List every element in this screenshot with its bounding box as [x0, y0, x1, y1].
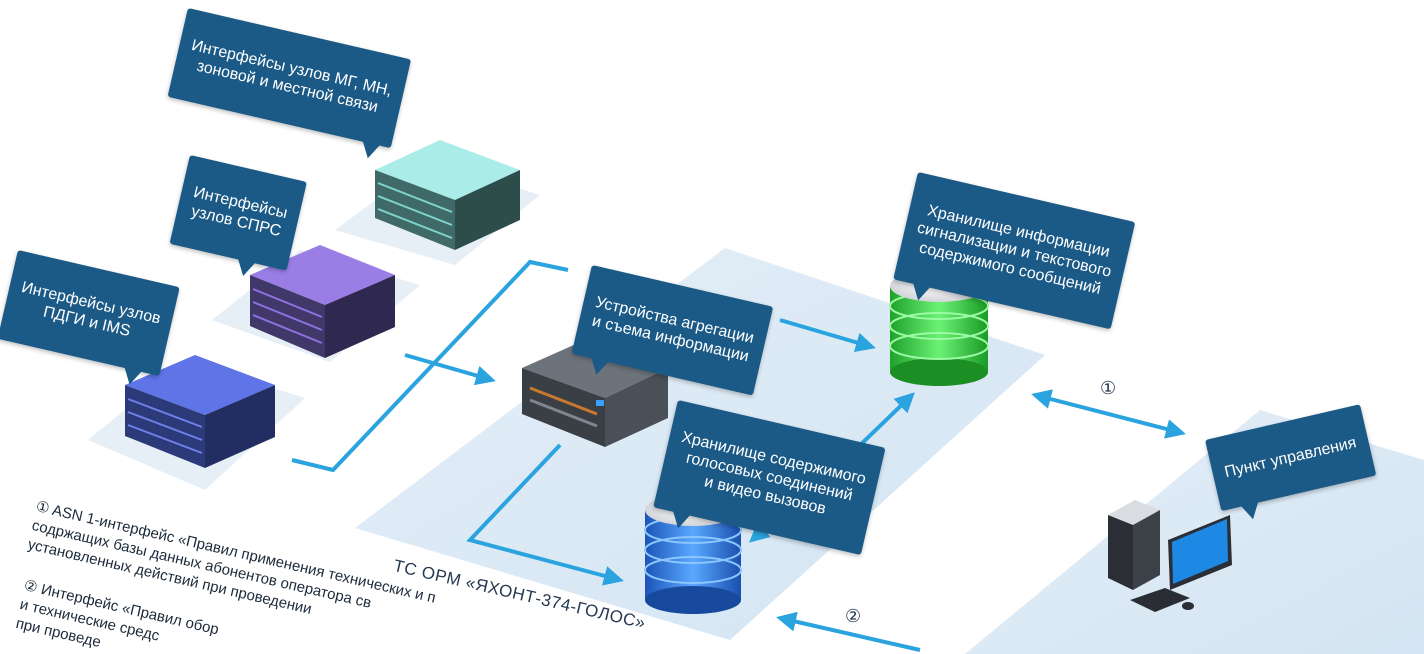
- server-mg: [375, 140, 520, 250]
- callout-mg-mn-text: Интерфейсы узлов МГ, МН, зоновой и местн…: [189, 37, 394, 116]
- callout-voice-storage-text: Хранилище содержимого голосовых соединен…: [679, 429, 868, 518]
- interface-1-arrow: [1031, 389, 1186, 439]
- arrow-to-signaling-db: [779, 318, 876, 353]
- interface-2-arrow: [776, 611, 921, 652]
- callout-sprs-text: Интерфейсы узлов СПРС: [189, 184, 289, 241]
- callout-control-point-text: Пункт управления: [1222, 434, 1358, 482]
- arrow-to-voice-db: [466, 443, 624, 586]
- callout-aggregation-text: Устройства агрегации и съема информации: [590, 294, 756, 366]
- server-pdgi: [125, 355, 275, 468]
- bus-line: [291, 259, 569, 473]
- aggregation-device: [522, 340, 668, 447]
- arrow-to-aggregation: [404, 353, 496, 386]
- callout-pdgi-text: Интерфейсы узлов ПДГИ и IMS: [19, 279, 163, 341]
- interface-2-marker: ②: [845, 606, 862, 626]
- workstation-icon: [1108, 500, 1232, 612]
- interface-1-marker: ①: [1100, 378, 1117, 398]
- callout-signaling-storage-text: Хранилище информации сигнализации и текс…: [915, 202, 1114, 298]
